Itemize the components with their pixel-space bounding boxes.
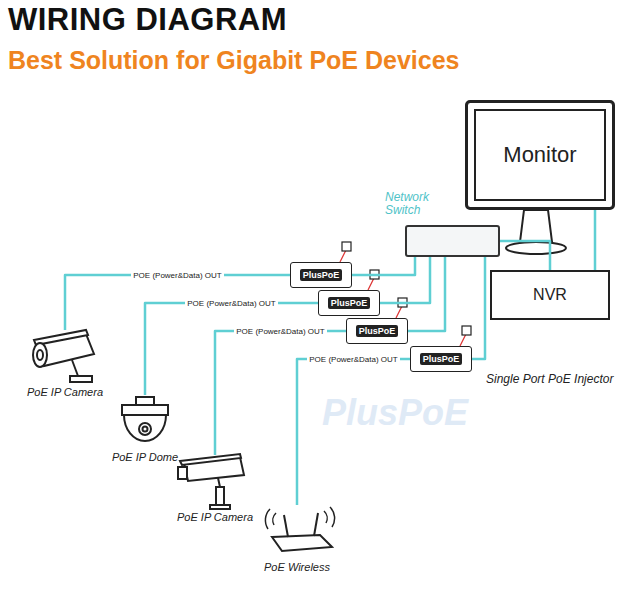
nvr-box: NVR bbox=[490, 270, 610, 320]
ip-camera: PoE IP Camera bbox=[15, 330, 115, 402]
edge-label: POE (Power&Data) OUT bbox=[185, 298, 277, 309]
edge-label: POE (Power&Data) OUT bbox=[131, 270, 223, 281]
edge-label: POE (Power&Data) OUT bbox=[307, 354, 399, 365]
network-cable bbox=[408, 257, 445, 331]
node-text: PlusPoE bbox=[356, 325, 399, 337]
network-cable bbox=[352, 257, 415, 275]
injector-label: Single Port PoE Injector bbox=[486, 372, 613, 386]
network-cable bbox=[500, 241, 550, 270]
network-cable bbox=[380, 257, 430, 303]
title: WIRING DIAGRAM bbox=[8, 2, 287, 38]
node-text: PoE Wireless bbox=[247, 561, 347, 573]
network-cable bbox=[472, 257, 485, 359]
bullet-camera bbox=[33, 330, 94, 382]
network-switch: Network Switch bbox=[405, 225, 500, 257]
node-text: NVR bbox=[533, 286, 567, 304]
node-text: PoE IP Dome bbox=[95, 451, 195, 463]
node-text: PoE IP Camera bbox=[15, 386, 115, 398]
watermark: PlusPoE bbox=[322, 392, 468, 434]
box-camera bbox=[178, 454, 244, 509]
edge-label: POE (Power&Data) OUT bbox=[234, 326, 326, 337]
node-text: PlusPoE bbox=[300, 269, 343, 281]
node-text: Monitor bbox=[503, 142, 576, 168]
node-text: PoE IP Camera bbox=[165, 511, 265, 523]
poe-injector: PlusPoE bbox=[318, 290, 380, 316]
poe-injector: PlusPoE bbox=[346, 318, 408, 344]
node-text: Network Switch bbox=[385, 191, 445, 217]
ip-dome: PoE IP Dome bbox=[95, 395, 195, 467]
network-cable bbox=[145, 303, 318, 395]
poe-injector: PlusPoE bbox=[410, 346, 472, 372]
wireless-ap: PoE Wireless bbox=[247, 505, 347, 577]
ip-camera: PoE IP Camera bbox=[165, 455, 265, 527]
network-cable bbox=[594, 210, 597, 270]
node-text: PlusPoE bbox=[420, 353, 463, 365]
wireless-router bbox=[265, 507, 334, 551]
subtitle: Best Solution for Gigabit PoE Devices bbox=[8, 46, 459, 75]
dome-camera bbox=[122, 397, 168, 441]
node-text: PlusPoE bbox=[328, 297, 371, 309]
monitor-screen: Monitor bbox=[465, 100, 615, 210]
monitor-stand bbox=[506, 210, 566, 254]
poe-injector: PlusPoE bbox=[290, 262, 352, 288]
